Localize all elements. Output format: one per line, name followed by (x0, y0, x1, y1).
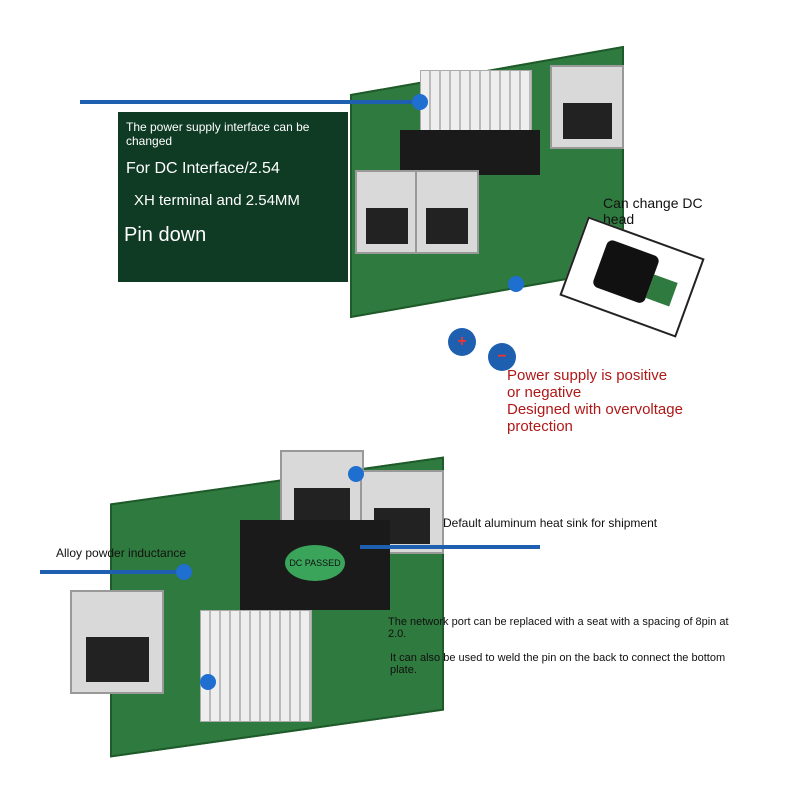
weld-label: It can also be used to weld the pin on t… (390, 652, 726, 676)
minus-icon: − (488, 343, 516, 371)
bottom-rj45-port-left (70, 590, 164, 694)
power-interface-callout: The power supply interface can be change… (118, 112, 348, 282)
network-port-label: The network port can be replaced with a … (388, 616, 729, 640)
inductance-label: Alloy powder inductance (56, 546, 187, 560)
heat-sink-bottom-dot (200, 674, 216, 690)
callout-line-2: For DC Interface/2.54 (126, 160, 280, 177)
top-chip (400, 130, 540, 175)
heat-sink-label: Default aluminum heat sink for shipment (443, 516, 658, 530)
polarity-text: Power supply is positive or negative (507, 367, 668, 401)
top-callout-line (80, 100, 420, 104)
callout-line-1: The power supply interface can be change… (126, 120, 310, 148)
callout-line-3: XH terminal and 2.54MM (134, 192, 300, 209)
dc-passed-sticker: DC PASSED (285, 545, 345, 581)
top-callout-dot (412, 94, 428, 110)
heat-sink-dot (348, 466, 364, 482)
top-rj45-port-1 (355, 170, 419, 254)
inductance-callout-line (40, 570, 190, 574)
bottom-heat-sink (200, 610, 312, 722)
top-rj45-port-2 (415, 170, 479, 254)
inductance-dot (176, 564, 192, 580)
top-rj45-port-right (550, 65, 624, 149)
heat-sink-callout-line (360, 545, 540, 549)
overvoltage-text: Designed with overvoltage protection (507, 401, 683, 435)
dc-head-label: Can change DC head (603, 195, 703, 227)
terminal-callout-dot (508, 276, 524, 292)
callout-line-4: Pin down (124, 224, 207, 246)
dc-jack-image (559, 216, 705, 338)
plus-icon: + (448, 328, 476, 356)
